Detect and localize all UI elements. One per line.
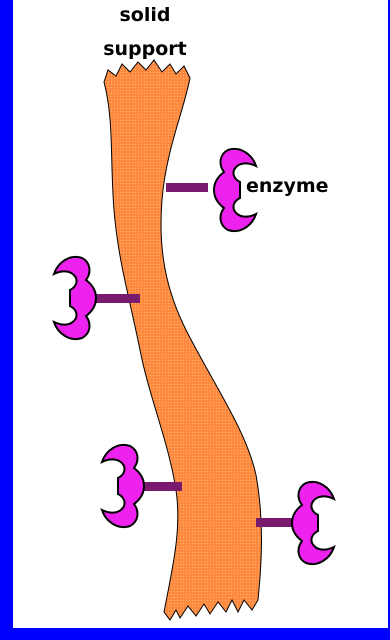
enzyme-shape [292,482,334,564]
linker-3 [142,482,182,491]
linker-4 [256,518,292,527]
solid-support-strip [104,60,262,620]
enzyme-shape [102,445,144,527]
enzyme-shape [54,257,96,339]
enzyme-label: enzyme [246,175,329,197]
solid-support-label-line1: solid [100,4,190,26]
linker-2 [92,294,140,303]
linker-1 [166,183,208,192]
solid-support-label-line2: support [100,38,190,60]
